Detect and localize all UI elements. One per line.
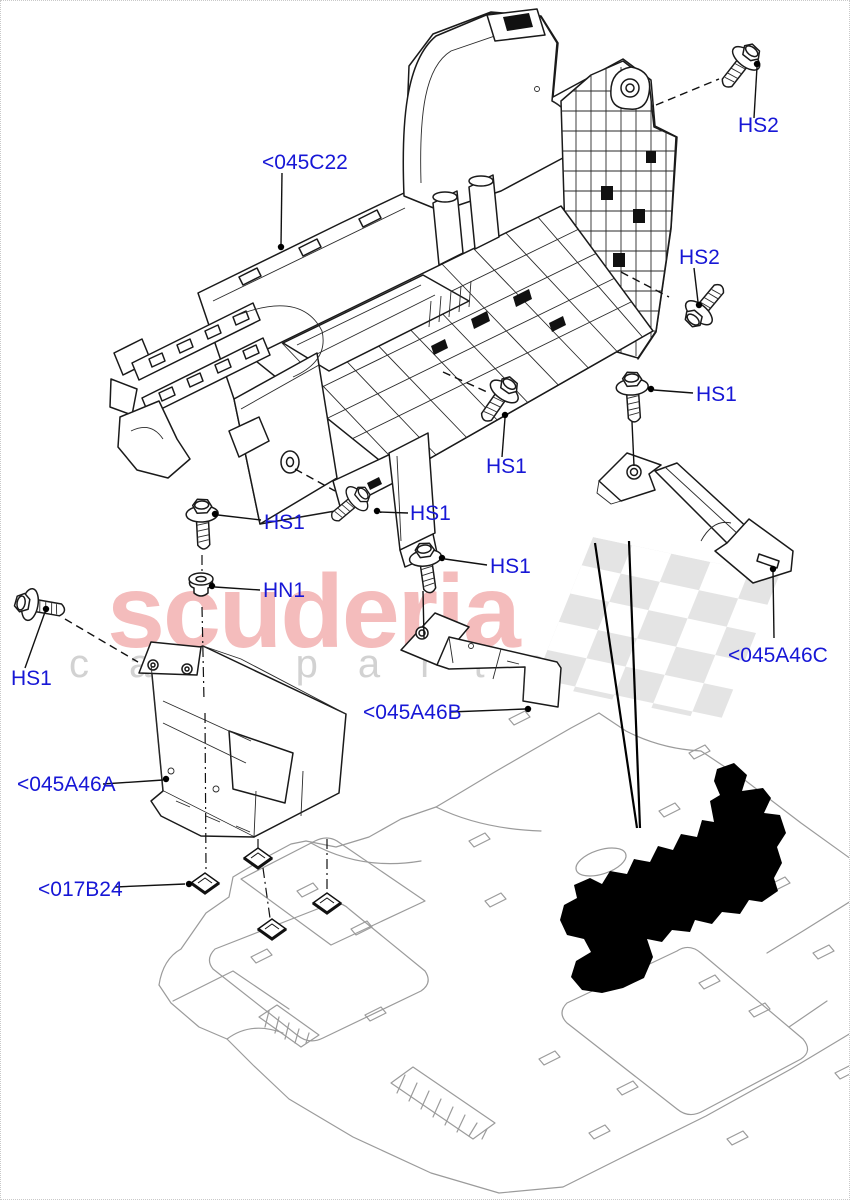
callout-hs1-mid-upper[interactable]: HS1 (486, 455, 527, 478)
callout-bracket-a[interactable]: <045A46A (17, 773, 116, 796)
bracket-a-drawing (138, 641, 347, 838)
callout-hs1-far-left[interactable]: HS1 (11, 667, 52, 690)
assembly-lines (64, 78, 720, 919)
floor-clip-icon (311, 891, 343, 915)
callout-hs2-side[interactable]: HS2 (679, 246, 720, 269)
console-footprint-silhouette (560, 763, 786, 993)
leader-lines (24, 60, 777, 888)
floor-clip-icon (189, 871, 221, 895)
callout-floor-clip[interactable]: <017B24 (38, 878, 123, 901)
console-frame-drawing (109, 8, 678, 568)
callout-labels: <045C22 HS2 HS2 HS1 HS1 HS1 HS1 HN1 HS1 … (11, 114, 828, 901)
floor-clip-icon (256, 917, 288, 941)
checkered-flag-watermark (534, 537, 779, 723)
callout-hs1-right[interactable]: HS1 (696, 383, 737, 406)
footrest-hatch-right (390, 1066, 496, 1140)
footrest-hatch-left (258, 1004, 320, 1048)
callout-hn1[interactable]: HN1 (263, 579, 305, 602)
callout-bracket-c[interactable]: <045A46C (728, 644, 828, 667)
bolt-hs1-far-left-icon (11, 585, 68, 628)
bracket-b-drawing (400, 612, 562, 708)
callout-console-frame[interactable]: <045C22 (262, 151, 348, 174)
bolt-hs2-top-icon (711, 35, 769, 97)
bolt-hs1-right-icon (614, 370, 652, 424)
callout-hs2-top[interactable]: HS2 (738, 114, 779, 137)
floor-carpet-drawing (158, 710, 849, 1194)
callout-hs1-bracket-b[interactable]: HS1 (490, 555, 531, 578)
bolt-hs2-side-icon (676, 274, 735, 336)
bolt-hs1-left-icon (184, 497, 221, 551)
callout-hs1-front[interactable]: HS1 (410, 502, 451, 525)
footprint-pointer-lines (593, 540, 642, 829)
callout-bracket-b[interactable]: <045A46B (363, 701, 462, 724)
callout-hs1-left[interactable]: HS1 (264, 511, 305, 534)
